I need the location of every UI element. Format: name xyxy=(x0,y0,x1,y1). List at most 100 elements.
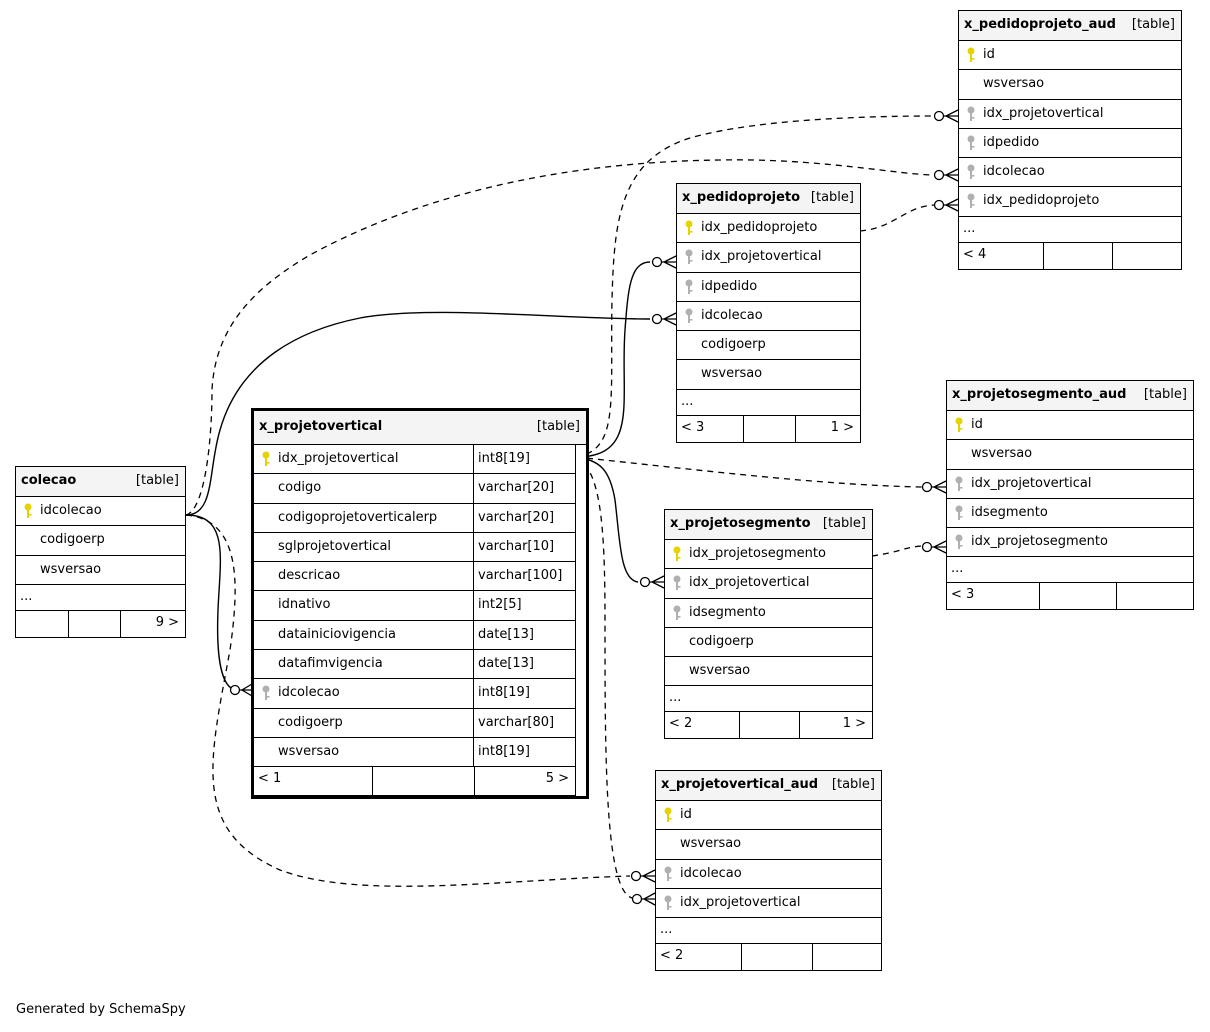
column-row[interactable]: idcolecao xyxy=(16,497,185,527)
children-count[interactable] xyxy=(812,944,881,971)
column-row[interactable]: idx_pedidoprojeto xyxy=(959,187,1181,217)
column-row[interactable]: idx_pedidoprojeto xyxy=(677,214,860,244)
children-count[interactable]: 5 > xyxy=(474,767,575,796)
table-footer: 9 > xyxy=(16,610,185,637)
primary-key-icon xyxy=(22,503,34,519)
column-name: sglprojetovertical xyxy=(278,538,392,554)
table-name[interactable]: x_pedidoprojeto_aud xyxy=(964,17,1116,32)
column-row[interactable]: idx_projetovertical xyxy=(947,470,1193,499)
column-name: datafimvigencia xyxy=(278,656,383,672)
column-row[interactable]: idpedido xyxy=(677,273,860,302)
link-projetosegmento-projetosegmento-aud xyxy=(871,545,923,557)
table-name[interactable]: x_pedidoprojeto xyxy=(682,190,801,205)
column-name: id xyxy=(680,807,692,822)
column-name: idx_projetovertical xyxy=(983,105,1104,121)
column-row[interactable]: idcolecao xyxy=(656,860,881,889)
more-columns: ... xyxy=(665,686,872,713)
column-row[interactable]: codigoerp xyxy=(16,526,185,556)
table-x-projetosegmento[interactable]: x_projetosegmento [table] idx_projetoseg… xyxy=(664,509,873,740)
children-count[interactable]: 9 > xyxy=(120,610,185,637)
column-row[interactable]: wsversao xyxy=(947,440,1193,470)
column-name: idsegmento xyxy=(971,504,1048,520)
column-row[interactable]: idx_projetosegmento xyxy=(665,540,872,570)
table-x-projetovertical[interactable]: x_projetovertical [table] idx_projetover… xyxy=(251,408,589,800)
column-row[interactable]: id xyxy=(947,411,1193,441)
column-row[interactable]: wsversao xyxy=(959,70,1181,100)
column-row[interactable]: idx_projetosegmento xyxy=(947,528,1193,558)
table-footer: < 2 1 > xyxy=(665,712,872,739)
table-kind: [table] xyxy=(822,516,866,531)
parents-count[interactable] xyxy=(16,611,68,637)
column-row[interactable]: wsversao xyxy=(665,657,872,687)
table-name[interactable]: x_projetosegmento_aud xyxy=(952,387,1127,402)
column-name: idx_projetosegmento xyxy=(971,534,1108,550)
children-count[interactable]: 1 > xyxy=(799,712,872,739)
column-name: idx_projetovertical xyxy=(971,475,1092,491)
table-name[interactable]: x_projetovertical_aud xyxy=(661,777,819,792)
column-name: wsversao xyxy=(278,743,340,759)
table-name[interactable]: colecao xyxy=(21,473,77,488)
primary-key-icon xyxy=(965,47,977,63)
column-row[interactable]: idx_projetovertical xyxy=(665,569,872,599)
column-row[interactable]: idpedido xyxy=(959,129,1181,159)
parents-count[interactable]: < 2 xyxy=(660,948,684,964)
column-row[interactable]: wsversao xyxy=(16,556,185,585)
parents-count[interactable]: < 2 xyxy=(669,716,693,732)
cf-end-11 xyxy=(631,892,656,906)
column-row[interactable]: codigoerp xyxy=(665,628,872,658)
children-count[interactable] xyxy=(1112,242,1181,269)
column-row[interactable]: idsegmento xyxy=(665,599,872,628)
more-columns: ... xyxy=(947,557,1193,584)
column-row[interactable]: wsversao xyxy=(677,360,860,390)
table-kind: [table] xyxy=(810,190,854,205)
column-row[interactable]: id xyxy=(959,41,1181,71)
foreign-key-icon xyxy=(683,249,695,265)
table-header: x_pedidoprojeto [table] xyxy=(677,184,860,214)
footer-spacer xyxy=(1043,242,1112,269)
table-name[interactable]: x_projetosegmento xyxy=(670,516,811,531)
parents-count[interactable]: < 3 xyxy=(681,419,705,435)
foreign-key-icon xyxy=(671,575,683,591)
table-x-pedidoprojeto[interactable]: x_pedidoprojeto [table] idx_pedidoprojet… xyxy=(676,183,861,443)
column-name: wsversao xyxy=(689,663,751,679)
column-row[interactable]: idx_projetovertical xyxy=(959,100,1181,129)
parents-count[interactable]: < 1 xyxy=(258,771,282,787)
column-row[interactable]: id xyxy=(656,801,881,831)
column-name: datainiciovigencia xyxy=(278,626,396,642)
cf-end-6 xyxy=(921,480,947,494)
column-row[interactable]: idx_projetovertical xyxy=(656,889,881,919)
table-name[interactable]: x_projetovertical xyxy=(259,419,383,434)
column-row[interactable]: wsversao xyxy=(656,830,881,860)
generated-by-credit[interactable]: Generated by SchemaSpy xyxy=(16,1002,186,1017)
column-row[interactable]: codigoerp xyxy=(677,331,860,361)
cf-end-3 xyxy=(933,198,959,212)
column-row[interactable]: idsegmento xyxy=(947,499,1193,529)
column-row[interactable]: datainiciovigencia date[13] xyxy=(254,620,575,651)
more-columns: ... xyxy=(16,585,185,611)
foreign-key-icon xyxy=(965,164,977,180)
parents-count[interactable]: < 4 xyxy=(963,246,987,262)
column-name: idcolecao xyxy=(40,503,102,518)
children-count[interactable]: 1 > xyxy=(795,415,860,442)
children-count[interactable] xyxy=(1116,583,1193,610)
column-name: codigoerp xyxy=(278,714,343,730)
column-row[interactable]: idcolecao xyxy=(959,158,1181,188)
column-row[interactable]: idcolecao xyxy=(677,302,860,332)
column-row[interactable]: idx_projetovertical xyxy=(677,243,860,273)
parents-count[interactable]: < 3 xyxy=(951,587,975,603)
column-type: date[13] xyxy=(473,620,575,650)
